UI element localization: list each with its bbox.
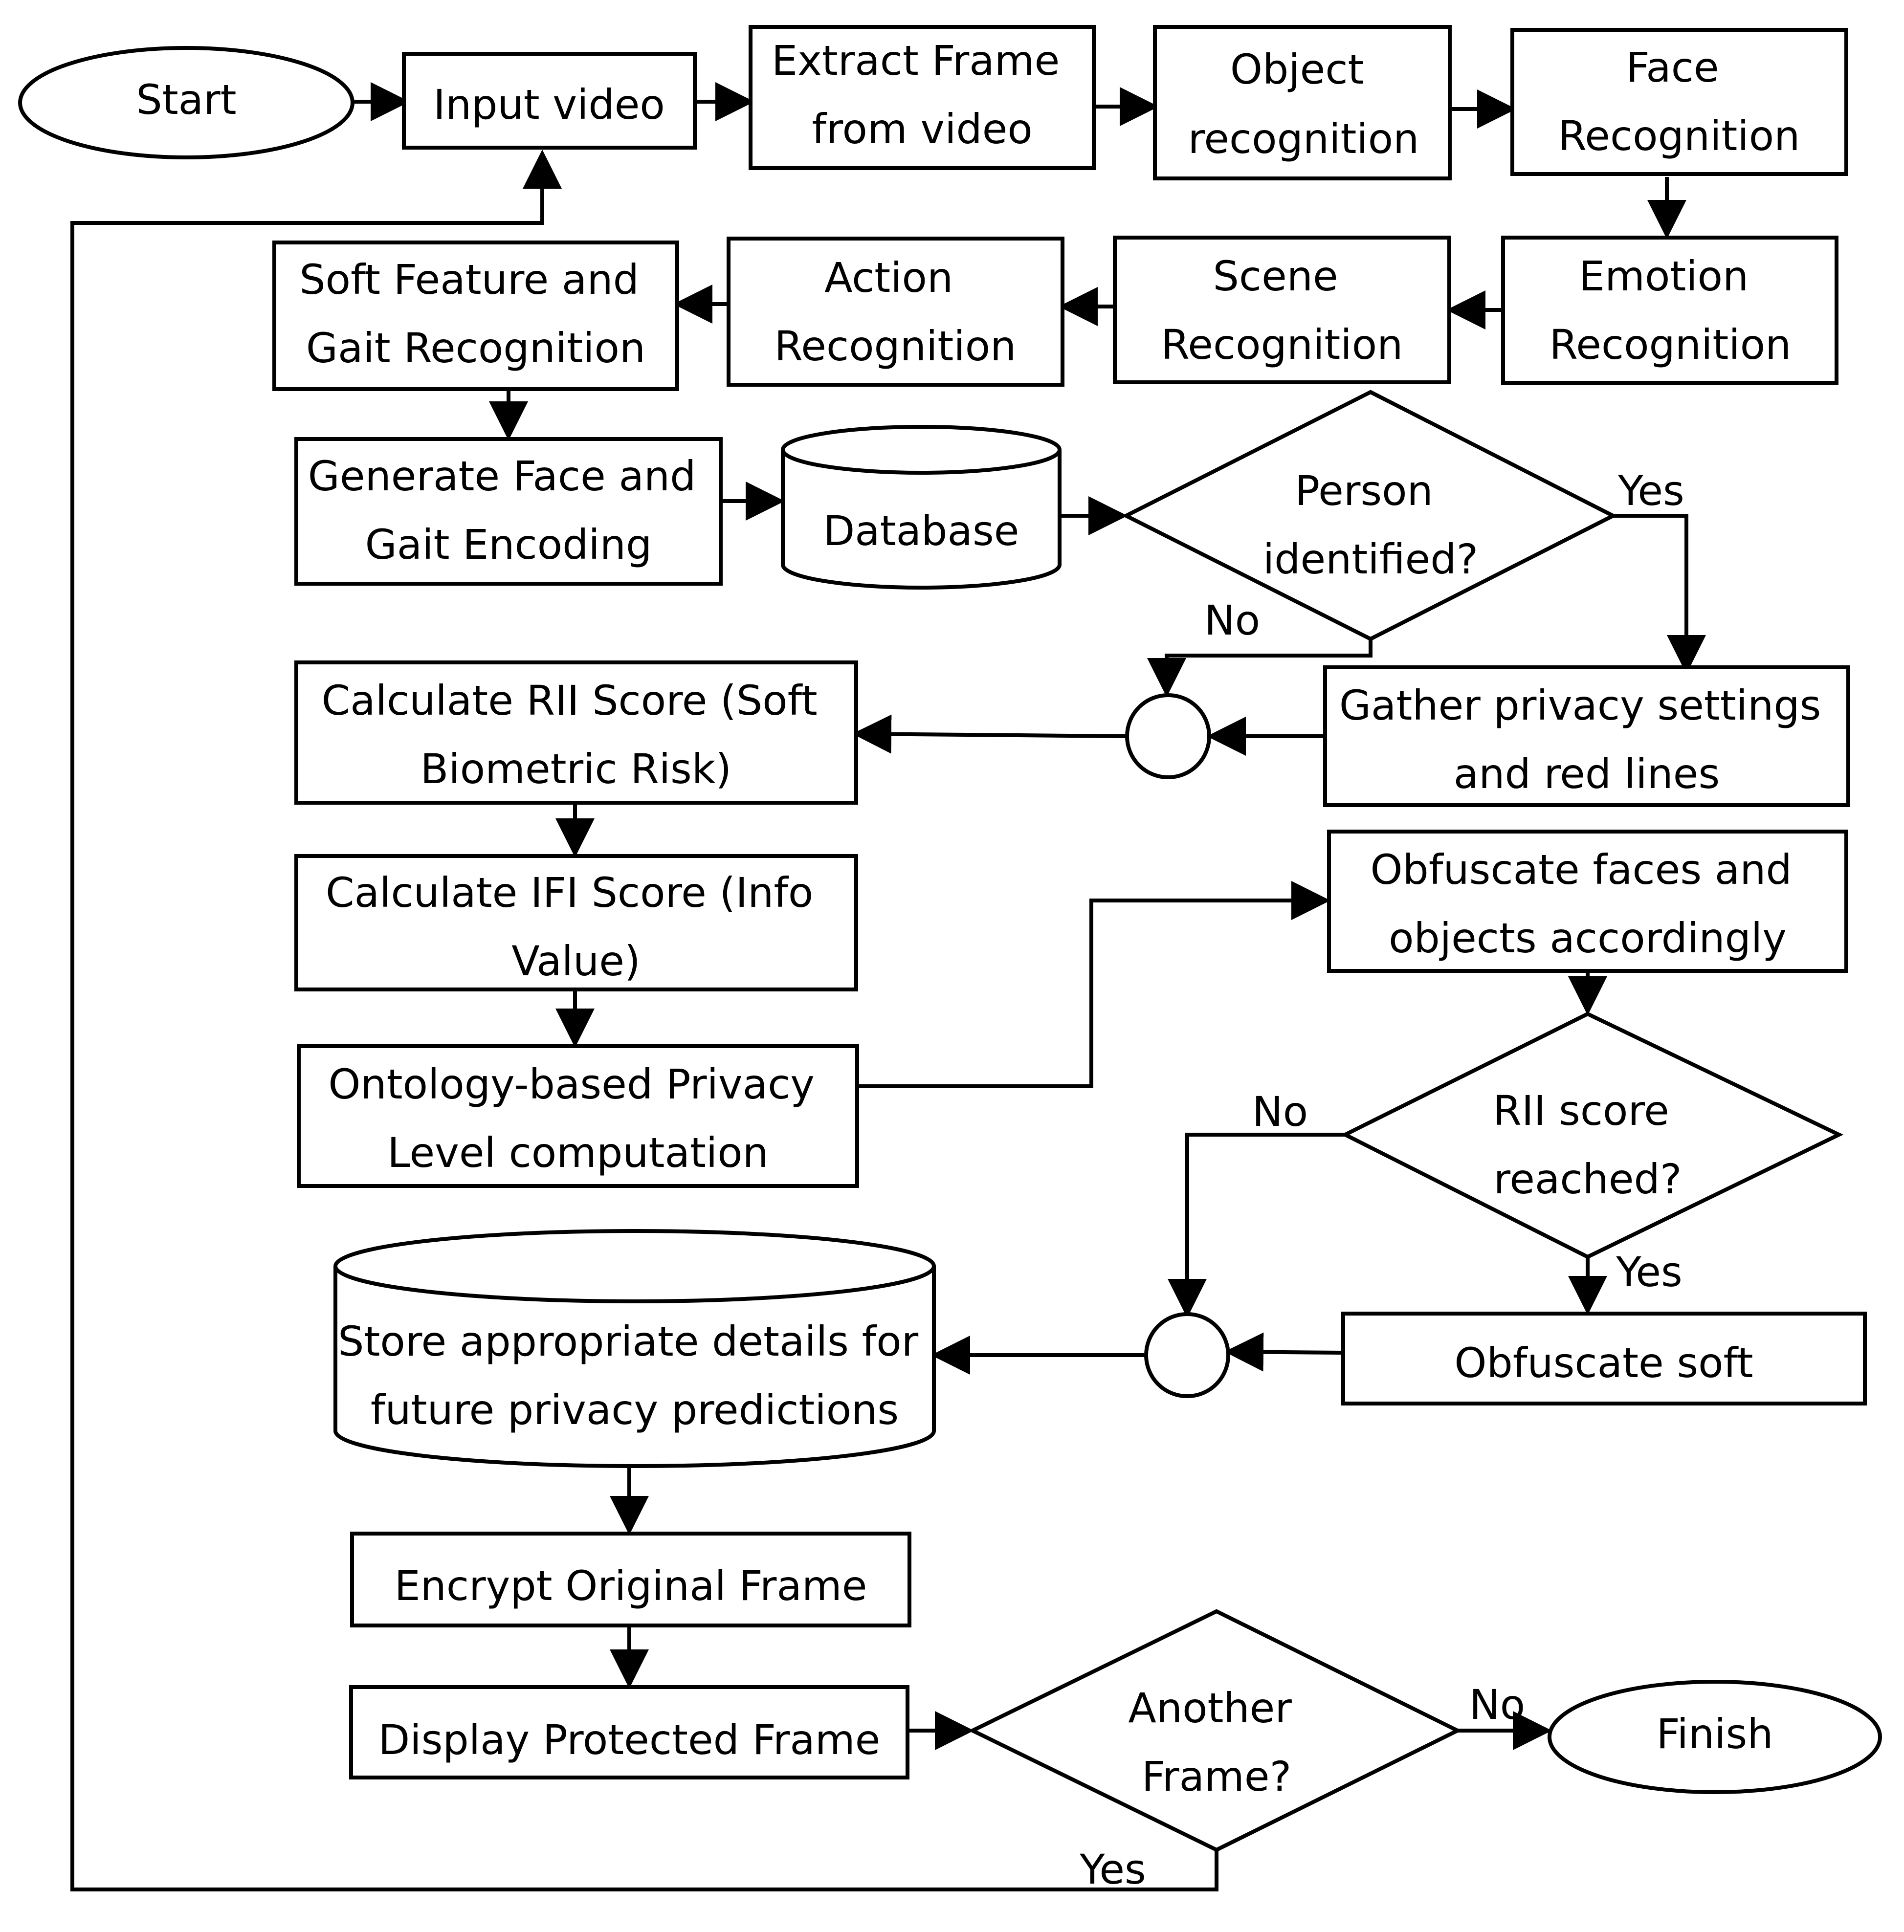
connector-merge-2 — [1144, 1312, 1230, 1398]
node-gather-privacy-label: Gather privacy settings and red lines — [1339, 681, 1834, 798]
node-object-recognition[interactable]: Object recognition — [1153, 25, 1452, 180]
edge-label-person-yes: Yes — [1617, 467, 1684, 515]
node-extract-frame[interactable]: Extract Frame from video — [749, 25, 1096, 170]
edge-obfuscate-soft-to-merge — [1224, 1332, 1344, 1372]
edges — [70, 82, 1706, 1891]
node-encrypt-original-frame-label: Encrypt Original Frame — [395, 1562, 867, 1610]
node-rii-reached-label: RII score reached? — [1493, 1087, 1682, 1203]
node-obfuscate-soft-label: Obfuscate soft — [1454, 1339, 1753, 1387]
node-generate-encoding[interactable]: Generate Face and Gait Encoding — [294, 437, 723, 586]
edge-person-yes-to-gather — [1613, 514, 1706, 674]
node-face-recognition-label: Face Recognition — [1558, 44, 1800, 160]
node-calculate-rii[interactable]: Calculate RII Score (Soft Biometric Risk… — [294, 660, 858, 805]
connector-merge-1 — [1125, 693, 1211, 779]
node-action-recognition[interactable]: Action Recognition — [727, 237, 1064, 387]
node-finish[interactable]: Finish — [1548, 1680, 1882, 1794]
node-store-details-label: Store appropriate details for future pri… — [338, 1317, 931, 1434]
node-start[interactable]: Start — [18, 46, 354, 159]
node-start-label: Start — [136, 76, 236, 124]
node-calculate-ifi-label: Calculate IFI Score (Info Value) — [326, 869, 826, 985]
node-face-recognition[interactable]: Face Recognition — [1510, 28, 1848, 176]
node-finish-label: Finish — [1656, 1710, 1773, 1758]
node-scene-recognition[interactable]: Scene Recognition — [1113, 236, 1451, 384]
edge-labels: Yes No No Yes No Yes — [1079, 467, 1684, 1893]
node-obfuscate-soft[interactable]: Obfuscate soft — [1341, 1312, 1867, 1405]
node-person-identified-label: Person identified? — [1263, 467, 1478, 583]
node-emotion-recognition[interactable]: Emotion Recognition — [1501, 236, 1838, 385]
node-calculate-rii-label: Calculate RII Score (Soft Biometric Risk… — [322, 677, 831, 793]
node-input-video-label: Input video — [433, 81, 665, 129]
node-ontology-privacy[interactable]: Ontology-based Privacy Level computation — [297, 1044, 859, 1188]
node-input-video[interactable]: Input video — [402, 52, 697, 150]
nodes: Start Input video Extract Frame from vid… — [18, 25, 1882, 1852]
node-database-label: Database — [823, 507, 1019, 555]
node-extract-frame-label: Extract Frame from video — [772, 37, 1073, 153]
node-soft-feature-gait-recognition[interactable]: Soft Feature and Gait Recognition — [272, 241, 679, 391]
node-store-details[interactable]: Store appropriate details for future pri… — [333, 1229, 936, 1468]
edge-label-person-no: No — [1204, 596, 1260, 644]
node-generate-encoding-label: Generate Face and Gait Encoding — [308, 452, 709, 569]
node-person-identified[interactable]: Person identified? — [1122, 390, 1617, 641]
node-gather-privacy[interactable]: Gather privacy settings and red lines — [1323, 665, 1850, 807]
node-obfuscate-faces-objects[interactable]: Obfuscate faces and objects accordingly — [1327, 830, 1848, 973]
edge-person-no-to-merge — [1147, 639, 1373, 697]
edge-label-another-yes: Yes — [1079, 1845, 1146, 1893]
edge-label-rii-yes: Yes — [1616, 1248, 1683, 1296]
node-scene-recognition-label: Scene Recognition — [1161, 252, 1403, 369]
node-calculate-ifi[interactable]: Calculate IFI Score (Info Value) — [294, 854, 858, 991]
node-soft-feature-gait-recognition-label: Soft Feature and Gait Recognition — [299, 256, 652, 372]
node-display-protected-frame-label: Display Protected Frame — [378, 1716, 881, 1764]
node-another-frame[interactable]: Another Frame? — [968, 1609, 1462, 1852]
node-ontology-privacy-label: Ontology-based Privacy Level computation — [328, 1060, 827, 1177]
node-obfuscate-faces-objects-label: Obfuscate faces and objects accordingly — [1370, 846, 1805, 962]
node-display-protected-frame[interactable]: Display Protected Frame — [349, 1685, 909, 1779]
edge-another-yes-to-input — [70, 150, 1218, 1891]
edge-ontology-to-obfuscate — [857, 881, 1330, 1088]
edge-label-rii-no: No — [1252, 1088, 1308, 1136]
node-emotion-recognition-label: Emotion Recognition — [1550, 252, 1792, 369]
node-object-recognition-label: Object recognition — [1188, 45, 1419, 163]
edge-label-another-no: No — [1469, 1681, 1525, 1729]
node-another-frame-label: Another Frame? — [1128, 1684, 1305, 1800]
node-rii-reached[interactable]: RII score reached? — [1341, 1011, 1844, 1259]
node-database[interactable]: Database — [781, 425, 1062, 590]
edge-rii-no-to-merge — [1168, 1133, 1345, 1318]
edge-merge-to-rii-calc — [852, 714, 1126, 754]
node-encrypt-original-frame[interactable]: Encrypt Original Frame — [350, 1532, 911, 1627]
node-action-recognition-label: Action Recognition — [775, 254, 1017, 370]
